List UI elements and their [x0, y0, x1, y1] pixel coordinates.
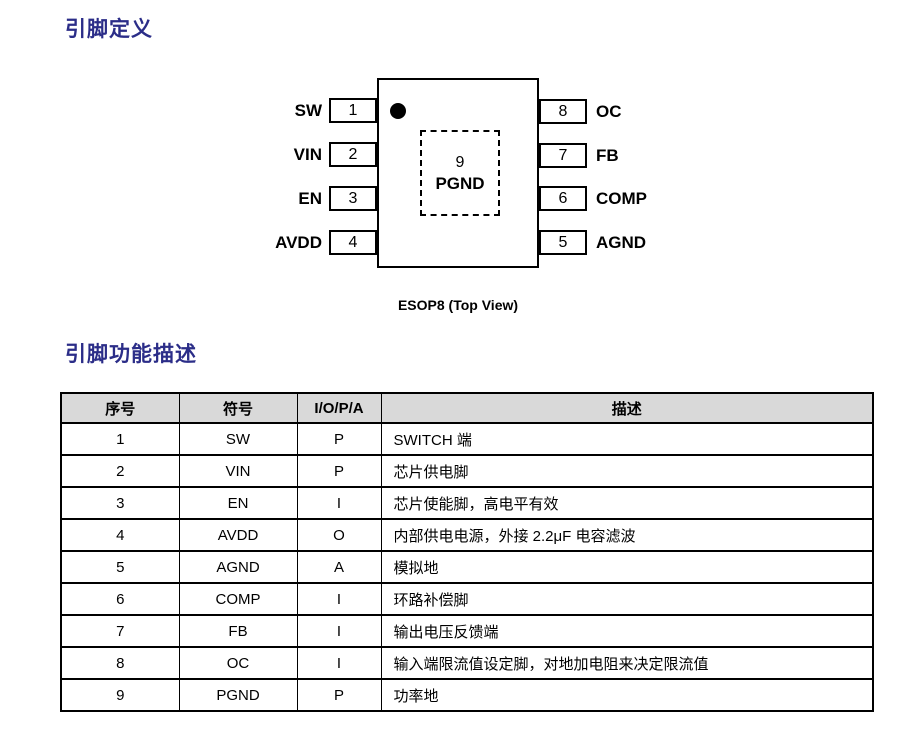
cell-pin-type: O	[296, 518, 382, 552]
pin-label-agnd: AGND	[596, 233, 647, 252]
section-title-pin-definition: 引脚定义	[65, 18, 153, 41]
cell-pin-description: 功率地	[380, 678, 874, 712]
pin1-indicator-dot	[390, 103, 406, 119]
thermal-pad-number: 9	[455, 154, 465, 171]
package-caption: ESOP8 (Top View)	[397, 297, 519, 313]
section-title-pin-function: 引脚功能描述	[65, 343, 197, 366]
table-row: 4 AVDD O 内部供电电源，外接 2.2μF 电容滤波	[60, 518, 874, 552]
cell-pin-description: 输出电压反馈端	[380, 614, 874, 648]
col-header-description: 描述	[380, 392, 874, 424]
table-header-row: 序号 符号 I/O/P/A 描述	[60, 392, 874, 424]
pin-label-avdd: AVDD	[275, 233, 322, 252]
cell-pin-type: I	[296, 614, 382, 648]
pin-box-5: 5	[539, 230, 587, 255]
cell-pin-number: 5	[60, 550, 180, 584]
cell-pin-symbol: EN	[178, 486, 298, 520]
pin-function-table: 序号 符号 I/O/P/A 描述 1 SW P SWITCH 端 2 VIN P…	[60, 392, 874, 712]
cell-pin-description: SWITCH 端	[380, 422, 874, 456]
cell-pin-number: 7	[60, 614, 180, 648]
cell-pin-description: 输入端限流值设定脚，对地加电阻来决定限流值	[380, 646, 874, 680]
cell-pin-symbol: AVDD	[178, 518, 298, 552]
table-row: 3 EN I 芯片使能脚，高电平有效	[60, 486, 874, 520]
cell-pin-description: 环路补偿脚	[380, 582, 874, 616]
thermal-pad: 9 PGND	[420, 130, 500, 216]
table-row: 6 COMP I 环路补偿脚	[60, 582, 874, 616]
cell-pin-type: P	[296, 454, 382, 488]
table-row: 1 SW P SWITCH 端	[60, 422, 874, 456]
cell-pin-type: I	[296, 486, 382, 520]
cell-pin-description: 内部供电电源，外接 2.2μF 电容滤波	[380, 518, 874, 552]
pin-box-6: 6	[539, 186, 587, 211]
pin-label-en: EN	[298, 189, 322, 208]
cell-pin-type: P	[296, 422, 382, 456]
col-header-number: 序号	[60, 392, 180, 424]
pin-box-8: 8	[539, 99, 587, 124]
cell-pin-number: 6	[60, 582, 180, 616]
cell-pin-number: 3	[60, 486, 180, 520]
table-row: 2 VIN P 芯片供电脚	[60, 454, 874, 488]
cell-pin-description: 芯片使能脚，高电平有效	[380, 486, 874, 520]
thermal-pad-name: PGND	[435, 174, 485, 193]
cell-pin-symbol: PGND	[178, 678, 298, 712]
pin-box-7: 7	[539, 143, 587, 168]
cell-pin-type: I	[296, 646, 382, 680]
pin-label-fb: FB	[596, 146, 619, 165]
cell-pin-symbol: FB	[178, 614, 298, 648]
cell-pin-type: P	[296, 678, 382, 712]
cell-pin-symbol: VIN	[178, 454, 298, 488]
cell-pin-number: 4	[60, 518, 180, 552]
cell-pin-symbol: OC	[178, 646, 298, 680]
table-row: 8 OC I 输入端限流值设定脚，对地加电阻来决定限流值	[60, 646, 874, 680]
col-header-iopa: I/O/P/A	[296, 392, 382, 424]
cell-pin-type: I	[296, 582, 382, 616]
pin-box-1: 1	[329, 98, 377, 123]
pin-label-sw: SW	[294, 101, 322, 120]
cell-pin-symbol: SW	[178, 422, 298, 456]
pin-box-2: 2	[329, 142, 377, 167]
cell-pin-number: 9	[60, 678, 180, 712]
cell-pin-number: 2	[60, 454, 180, 488]
table-row: 9 PGND P 功率地	[60, 678, 874, 712]
pin-box-3: 3	[329, 186, 377, 211]
cell-pin-description: 模拟地	[380, 550, 874, 584]
pin-label-vin: VIN	[293, 145, 322, 164]
cell-pin-symbol: COMP	[178, 582, 298, 616]
cell-pin-number: 8	[60, 646, 180, 680]
cell-pin-symbol: AGND	[178, 550, 298, 584]
pin-label-comp: COMP	[596, 189, 647, 208]
cell-pin-number: 1	[60, 422, 180, 456]
col-header-symbol: 符号	[178, 392, 298, 424]
pin-box-4: 4	[329, 230, 377, 255]
table-row: 5 AGND A 模拟地	[60, 550, 874, 584]
cell-pin-description: 芯片供电脚	[380, 454, 874, 488]
table-row: 7 FB I 输出电压反馈端	[60, 614, 874, 648]
pin-label-oc: OC	[596, 102, 622, 121]
cell-pin-type: A	[296, 550, 382, 584]
